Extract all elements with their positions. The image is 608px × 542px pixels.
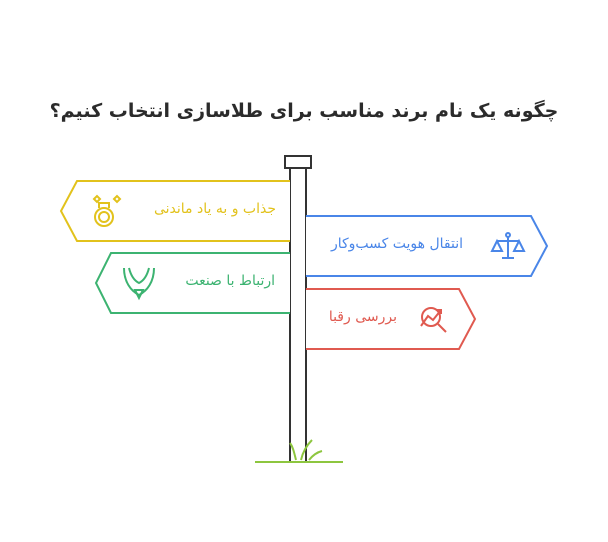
diagram-title: چگونه یک نام برند مناسب برای طلاسازی انت… bbox=[49, 100, 559, 122]
sign-industry-label: ارتباط با صنعت bbox=[185, 273, 275, 289]
sign-competitors-label: بررسی رقبا bbox=[328, 309, 397, 325]
necklace-icon bbox=[123, 267, 155, 301]
scales-icon bbox=[490, 232, 526, 259]
ring-icon bbox=[92, 194, 122, 227]
sign-industry bbox=[94, 252, 290, 314]
sign-competitors bbox=[306, 288, 477, 350]
grass bbox=[255, 439, 343, 463]
signpost-post bbox=[289, 165, 307, 463]
signpost-cap bbox=[284, 155, 312, 169]
sign-memorable-label: جذاب و به یاد ماندنی bbox=[153, 201, 276, 217]
sign-identity bbox=[306, 215, 549, 277]
magnifier-chart-icon bbox=[420, 307, 447, 333]
sign-identity-label: انتقال هویت کسب‌وکار bbox=[330, 236, 463, 252]
